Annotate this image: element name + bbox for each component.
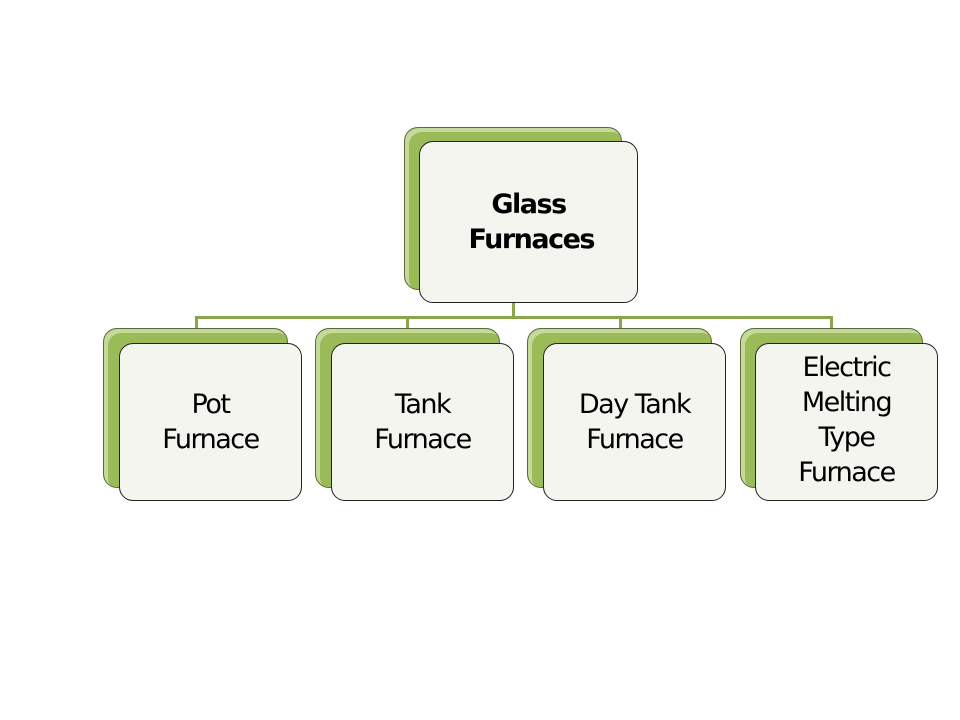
child-node-day-tank-furnace[interactable]: Day Tank Furnace: [543, 343, 726, 501]
child-node-pot-furnace[interactable]: Pot Furnace: [119, 343, 302, 501]
child-node-tank-furnace[interactable]: Tank Furnace: [331, 343, 514, 501]
connector-root-vertical: [512, 290, 515, 319]
connector-child-3: [619, 316, 622, 330]
connector-child-1: [195, 316, 198, 330]
connector-horizontal: [195, 316, 833, 319]
root-node-label: Glass Furnaces: [468, 189, 596, 255]
root-node[interactable]: Glass Furnaces: [419, 141, 638, 303]
connector-child-2: [406, 316, 409, 330]
child-node-label: Pot Furnace: [162, 389, 260, 455]
connector-child-4: [830, 316, 833, 330]
child-node-label: Electric Melting Type Furnace: [798, 352, 896, 488]
child-node-label: Day Tank Furnace: [578, 389, 692, 455]
child-node-label: Tank Furnace: [374, 389, 472, 455]
child-node-electric-melting-furnace[interactable]: Electric Melting Type Furnace: [755, 343, 938, 501]
